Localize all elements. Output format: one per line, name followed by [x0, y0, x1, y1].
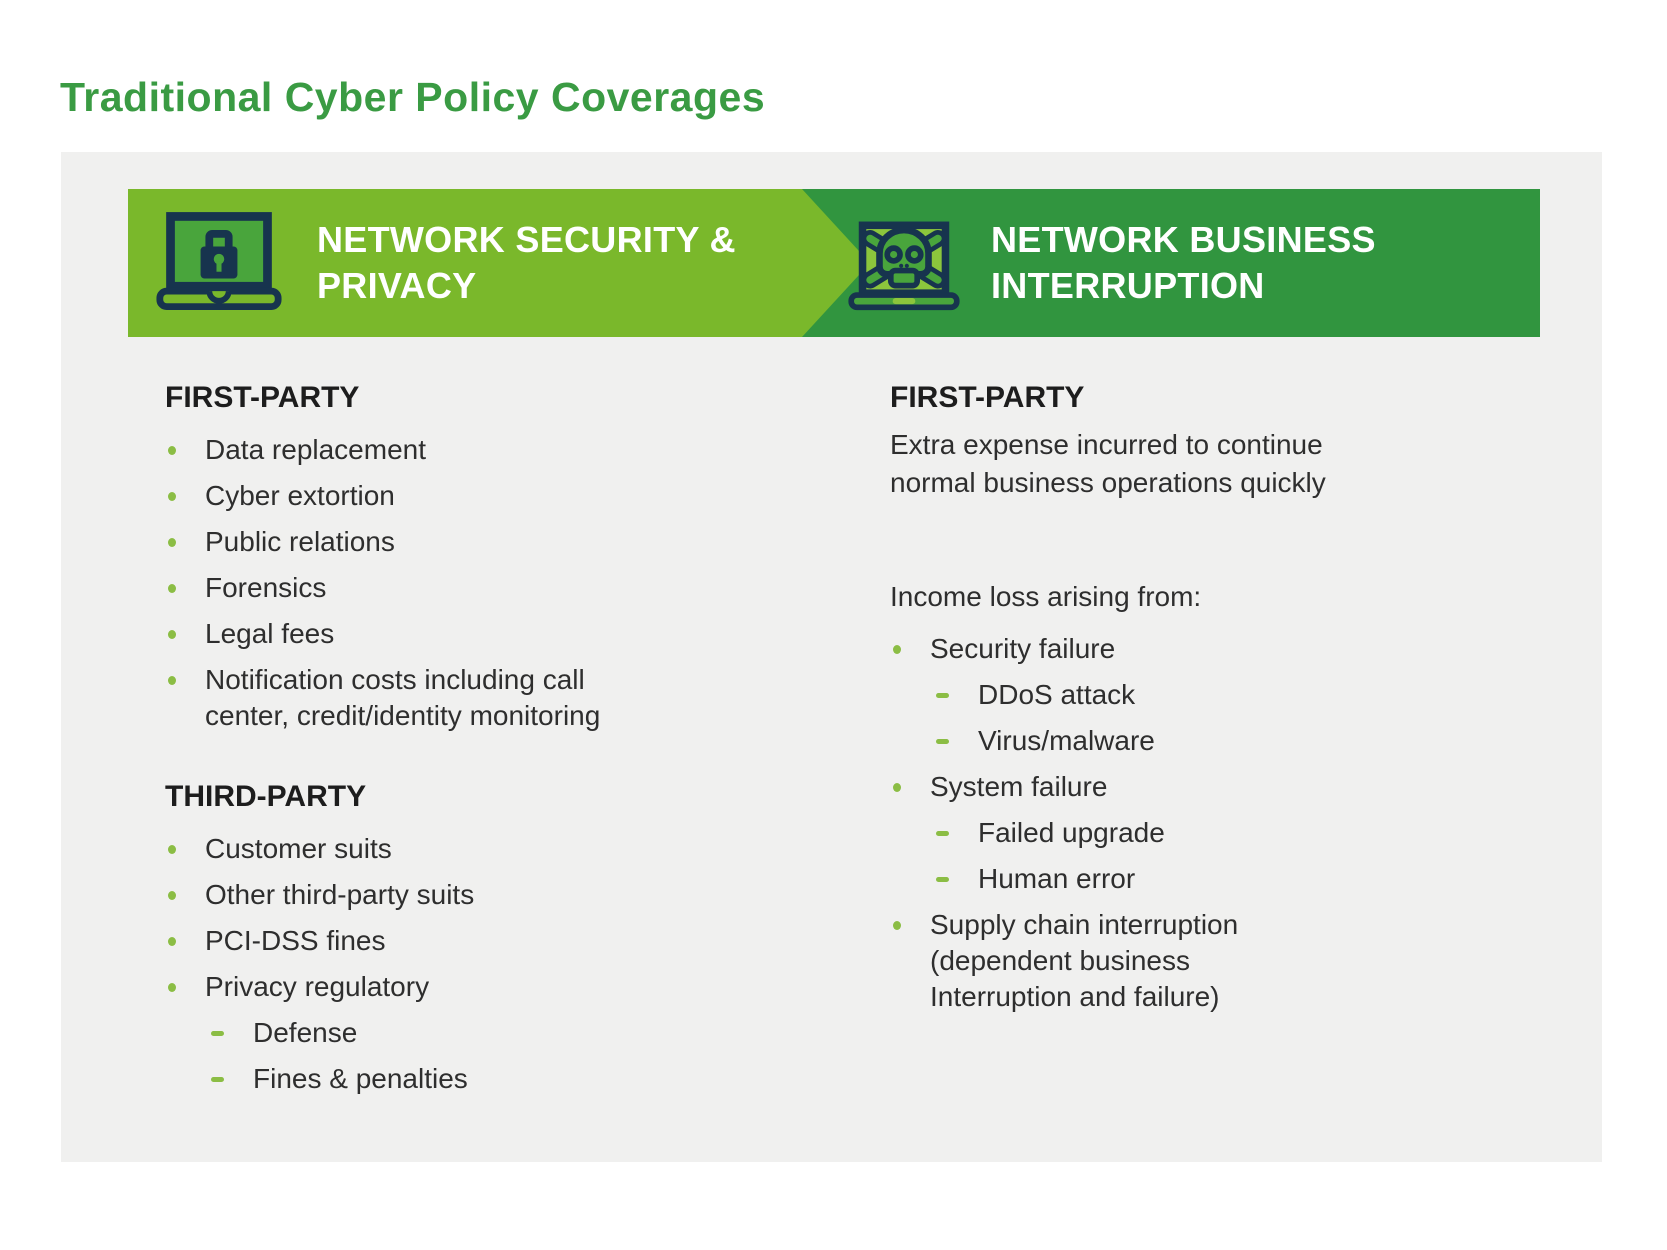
- sub-list-item: Failed upgrade: [890, 815, 1465, 851]
- sub-list-item: DDoS attack: [890, 677, 1465, 713]
- bullet-icon: [168, 845, 176, 854]
- laptop-skull-icon: [843, 214, 965, 312]
- bullet-icon: [893, 783, 901, 792]
- list-item: Privacy regulatory: [165, 969, 751, 1005]
- sub-list-item: Human error: [890, 861, 1465, 897]
- first-party-heading-right: FIRST-PARTY: [890, 381, 1085, 414]
- list-item: System failure: [890, 769, 1465, 805]
- sub-list-item: Defense: [165, 1015, 751, 1051]
- extra-expense-paragraph: Extra expense incurred to continue norma…: [890, 429, 1326, 498]
- list-item: Customer suits: [165, 831, 751, 867]
- list-item: Cyber extortion: [165, 478, 751, 514]
- list-item: PCI-DSS fines: [165, 923, 751, 959]
- bullet-icon: [168, 983, 176, 992]
- dash-icon: [936, 831, 949, 836]
- bullet-icon: [168, 538, 176, 547]
- banner-label-network-security: NETWORK SECURITY & PRIVACY: [317, 219, 736, 306]
- bullet-icon: [168, 630, 176, 639]
- list-item: Public relations: [165, 524, 751, 560]
- dash-icon: [936, 877, 949, 882]
- bullet-icon: [168, 492, 176, 501]
- banner-segment-network-security: NETWORK SECURITY & PRIVACY: [128, 189, 870, 337]
- laptop-lock-icon: [155, 212, 283, 314]
- column-network-security: FIRST-PARTY Data replacement Cyber extor…: [165, 379, 751, 1107]
- sub-list-item: Fines & penalties: [165, 1061, 751, 1097]
- list-item: Supply chain interruption (dependent bus…: [890, 907, 1465, 1015]
- list-item: Other third-party suits: [165, 877, 751, 913]
- income-loss-list: Security failure DDoS attack Virus/malwa…: [890, 631, 1465, 1015]
- dash-icon: [211, 1031, 224, 1036]
- dash-icon: [936, 693, 949, 698]
- income-loss-intro: Income loss arising from:: [890, 581, 1202, 612]
- first-party-heading-left: FIRST-PARTY: [165, 381, 360, 414]
- dash-icon: [936, 739, 949, 744]
- list-item: Security failure: [890, 631, 1465, 667]
- banner-label-business-interruption: NETWORK BUSINESS INTERRUPTION: [991, 219, 1376, 306]
- dash-icon: [211, 1077, 224, 1082]
- page-title: Traditional Cyber Policy Coverages: [60, 74, 766, 120]
- coverage-banner: NETWORK SECURITY & PRIVACY: [128, 189, 1540, 337]
- bullet-icon: [893, 921, 901, 930]
- first-party-list-left: Data replacement Cyber extortion Public …: [165, 432, 751, 734]
- list-item: Forensics: [165, 570, 751, 606]
- content-panel: NETWORK SECURITY & PRIVACY: [61, 152, 1602, 1162]
- bullet-icon: [893, 645, 901, 654]
- column-business-interruption: FIRST-PARTY Extra expense incurred to co…: [890, 379, 1465, 1107]
- list-item: Data replacement: [165, 432, 751, 468]
- list-item: Notification costs including call center…: [165, 662, 751, 734]
- list-item: Legal fees: [165, 616, 751, 652]
- third-party-heading: THIRD-PARTY: [165, 780, 367, 813]
- coverage-columns: FIRST-PARTY Data replacement Cyber extor…: [61, 379, 1602, 1107]
- bullet-icon: [168, 937, 176, 946]
- bullet-icon: [168, 446, 176, 455]
- banner-segment-business-interruption: NETWORK BUSINESS INTERRUPTION: [843, 189, 1540, 337]
- bullet-icon: [168, 584, 176, 593]
- bullet-icon: [168, 676, 176, 685]
- third-party-list: Customer suits Other third-party suits P…: [165, 831, 751, 1097]
- sub-list-item: Virus/malware: [890, 723, 1465, 759]
- bullet-icon: [168, 891, 176, 900]
